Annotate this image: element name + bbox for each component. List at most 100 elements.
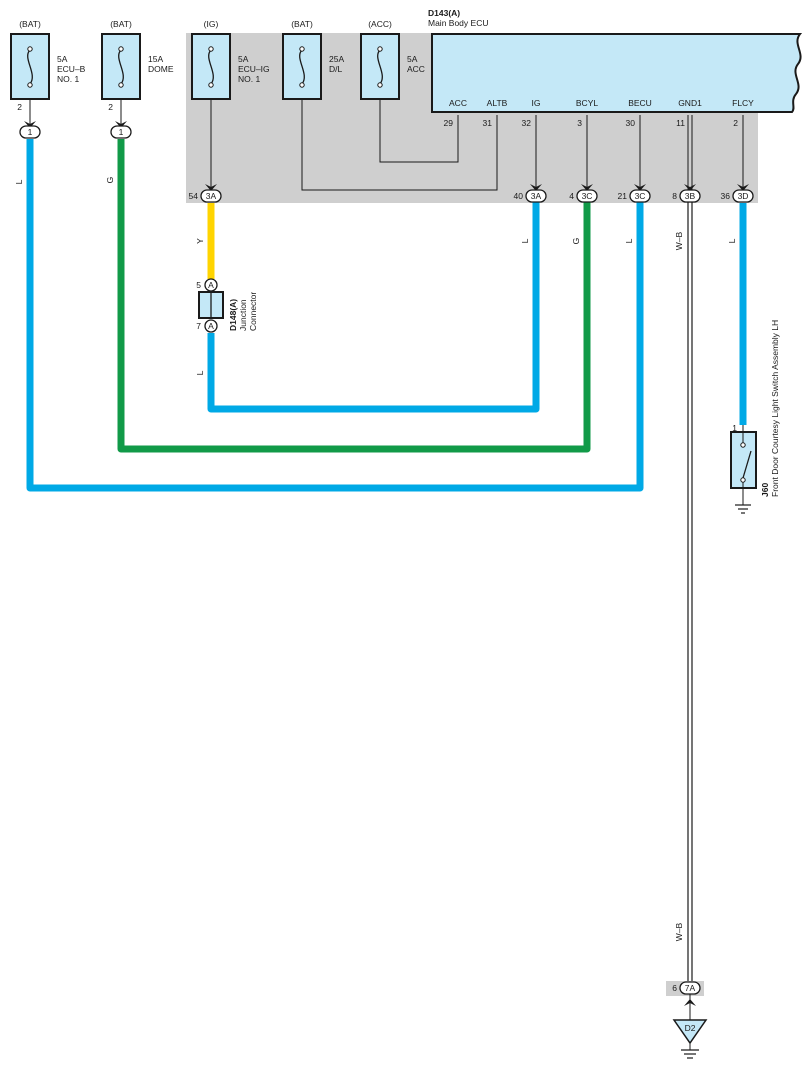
pin-number: 21 [618,191,628,201]
connector-id: 3B [685,191,696,201]
ground-triangle [672,1019,708,1045]
arrow-icon [24,121,36,128]
fuse-ecu-b: (BAT) 5A ECU–B NO. 1 2 [10,19,86,112]
wire-color-label: L [195,370,205,375]
wire-color-label: L [520,238,530,243]
fuse-name: ACC [407,64,425,74]
connector-id: 3C [582,191,593,201]
fuse-source: (IG) [204,19,219,29]
fuse-source: (BAT) [19,19,41,29]
connector-id: 3A [206,191,217,201]
fuse-name: D/L [329,64,343,74]
junction-connector-d148: A A 5 7 D148(A) Junction Connector [196,278,258,333]
ecu-pin-number: 11 [676,118,685,128]
junction-connector-id: D148(A) [228,299,238,331]
pin-number: 54 [189,191,199,201]
connector-id: 1 [119,127,124,137]
courtesy-switch-j60: 1 J60 Front Door Courtesy Light Switch A… [730,320,780,514]
ground-icon [681,1049,699,1059]
ground-point-id: D2 [685,1023,696,1033]
main-body-ecu: D143(A) Main Body ECU ACC ALTB IG BCYL B… [428,8,803,128]
wire-color-label: Y [195,238,205,244]
pin-number: 36 [721,191,731,201]
pin-number: 7 [196,321,201,331]
pin-number: 4 [569,191,574,201]
fuse-name-2: NO. 1 [238,74,260,84]
ecu-terminal-label: ALTB [487,98,508,108]
internal-wires [29,100,744,1025]
ecu-id: D143(A) [428,8,460,18]
wire-color-label: G [105,177,115,184]
fuse-rating: 5A [407,54,418,64]
arrow-icon [581,184,593,191]
ecu-pin-number: 29 [444,118,454,128]
fuse-icon [299,49,305,85]
ecu-pin-number: 30 [626,118,636,128]
pin-number: 2 [108,102,113,112]
wire-color-label: L [727,238,737,243]
fuse-source: (ACC) [368,19,392,29]
switch-id: J60 [760,483,770,497]
fuse-name: ECU–IG [238,64,270,74]
switch-name: Front Door Courtesy Light Switch Assembl… [770,320,780,497]
switch-icon [742,450,752,479]
ecu-terminal-label: IG [532,98,541,108]
connector-markers [24,121,749,1006]
fuse-box [10,33,50,100]
ecu-box [431,33,803,113]
fuse-dl: (BAT) 25A D/L [282,19,344,100]
fuse-rating: 5A [238,54,249,64]
pin-number: 6 [672,983,677,993]
wire-color-label: W–B [674,922,684,941]
ecu-pin-number: 31 [483,118,493,128]
fuse-icon [118,49,124,85]
arrow-icon [205,184,217,191]
wire-dome-G [117,139,591,453]
fuse-acc: (ACC) 5A ACC [360,19,425,100]
connector-circle [204,319,218,333]
ground-point-d2: D2 [672,1019,708,1059]
fuse-name: DOME [148,64,174,74]
fuse-rating: 15A [148,54,163,64]
fuse-ecu-ig: (IG) 5A ECU–IG NO. 1 [191,19,270,100]
fuse-dome: (BAT) 15A DOME 2 [101,19,174,112]
fuse-source: (BAT) [110,19,132,29]
ecu-terminal-label: BCYL [576,98,598,108]
arrow-icon [530,184,542,191]
pin-number: 2 [17,102,22,112]
wires [26,139,747,981]
fuse-icon [208,49,214,85]
pin-number: 8 [672,191,677,201]
fuse-box [360,33,400,100]
wire-junction-out-L [207,202,540,413]
connector-id: 3D [738,191,749,201]
wire-color-label: G [571,238,581,245]
arrow-icon [684,184,696,191]
ecu-pin-number: 32 [522,118,532,128]
fuse-rating: 5A [57,54,68,64]
wire-ecu-b-L [26,139,644,492]
ecu-name: Main Body ECU [428,18,488,28]
fuse-icon [377,49,383,85]
wire-color-label: L [624,238,634,243]
connector-letter: A [208,321,214,331]
ecu-terminal-label: FLCY [732,98,754,108]
junction-connector-name-2: Connector [248,292,258,331]
fuse-rating: 25A [329,54,344,64]
connector-id: 3A [531,191,542,201]
pin-number: 40 [514,191,524,201]
pin-number: 1 [732,423,737,433]
wire-labels: L G Y L L G L W–B L W–B [14,177,737,942]
junction-connector-name: Junction [238,299,248,331]
ground-icon [735,504,751,514]
fuse-name-2: NO. 1 [57,74,79,84]
ecu-pin-number: 3 [577,118,582,128]
wire-color-label: W–B [674,231,684,250]
arrow-up-icon [684,999,696,1006]
connector-id: 1 [28,127,33,137]
wire-color-label: L [14,179,24,184]
fuse-icon [27,49,33,85]
connector-ovals [19,125,754,995]
fuse-source: (BAT) [291,19,313,29]
